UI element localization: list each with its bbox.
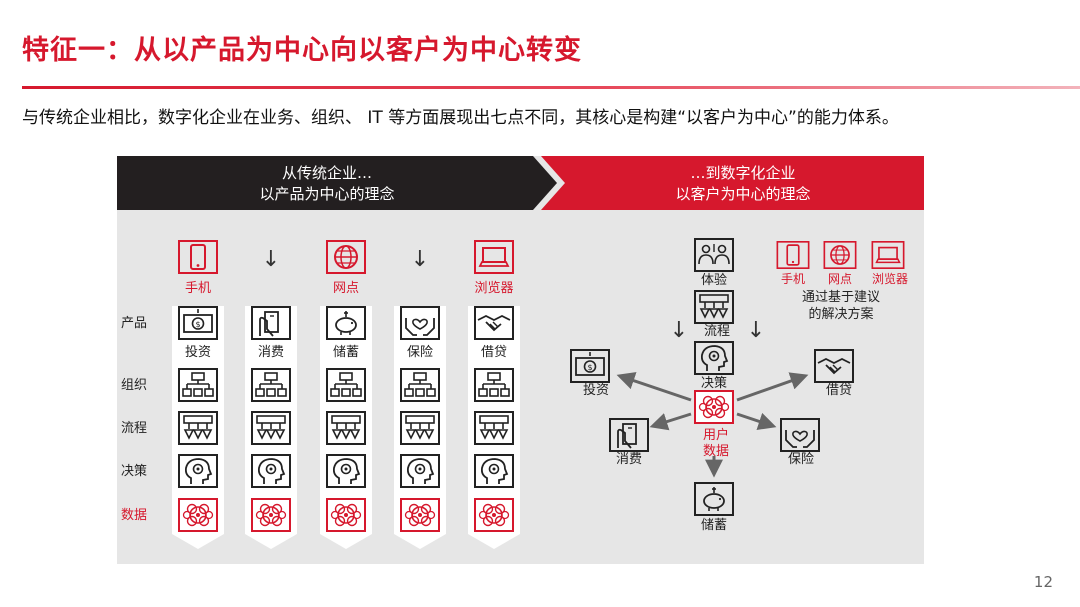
- channel-label-browser: 浏览器: [474, 280, 513, 296]
- solution-line1: 通过基于建议: [802, 290, 880, 305]
- user-data-line1: 用户: [703, 427, 729, 443]
- data-network-icon: [178, 498, 218, 532]
- page-number: 12: [1033, 573, 1053, 591]
- arrow-to-consumption: [649, 412, 692, 431]
- arrow-to-lending: [736, 372, 809, 402]
- product-label-investment: 投资: [185, 344, 211, 360]
- arrow-to-insurance: [736, 412, 777, 430]
- left-banner-line1: 从传统企业…: [282, 164, 372, 182]
- intro-text: 与传统企业相比，数字化企业在业务、组织、 IT 等方面展现出七点不同，其核心是构…: [22, 108, 899, 128]
- decision-label: 决策: [701, 375, 727, 391]
- insurance-label: 保险: [788, 452, 814, 467]
- row-label-process: 流程: [121, 421, 147, 436]
- solution-line2: 的解决方案: [808, 306, 873, 322]
- radial-arrows: [616, 372, 809, 478]
- channel-label-phone: 手机: [781, 272, 805, 286]
- row-label-data: 数据: [121, 508, 147, 523]
- arrow-to-investment: [616, 372, 692, 402]
- down-arrow-icon: ↓: [262, 247, 280, 272]
- row-label-org: 组织: [121, 378, 147, 393]
- channel-label-branch: 网点: [828, 272, 852, 286]
- savings-label: 储蓄: [701, 518, 727, 533]
- data-network-icon: [400, 498, 440, 532]
- user-data-line2: 数据: [703, 444, 729, 459]
- left-banner: [117, 156, 557, 210]
- right-banner-line1: …到数字化企业: [690, 164, 795, 182]
- left-banner-line2: 以产品为中心的理念: [259, 185, 394, 203]
- process-label: 流程: [704, 324, 730, 339]
- data-network-icon: [474, 498, 514, 532]
- title-underline: [22, 86, 1080, 89]
- data-network-icon: [326, 498, 366, 532]
- product-label-savings: 储蓄: [333, 345, 359, 360]
- transformation-diagram: $: [117, 156, 924, 564]
- page-title: 特征一：从以产品为中心向以客户为中心转变: [22, 35, 582, 66]
- user-data-icon: [694, 390, 734, 424]
- investment-label: 投资: [583, 382, 609, 398]
- consumption-label: 消费: [616, 452, 642, 467]
- lending-label: 借贷: [826, 383, 852, 398]
- product-label-insurance: 保险: [407, 345, 433, 360]
- channel-label-browser: 浏览器: [872, 271, 908, 286]
- product-label-lending: 借贷: [481, 345, 507, 360]
- down-arrow-icon: ↓: [747, 318, 765, 343]
- product-label-consumption: 消费: [258, 345, 284, 360]
- down-arrow-icon: ↓: [670, 318, 688, 343]
- channel-label-phone: 手机: [185, 281, 211, 296]
- down-arrow-icon: ↓: [411, 247, 429, 272]
- diagram-panel: [117, 156, 924, 564]
- row-label-decision: 决策: [121, 463, 147, 479]
- right-banner: [541, 156, 924, 210]
- row-label-product: 产品: [121, 316, 147, 331]
- experience-label: 体验: [701, 272, 727, 288]
- right-banner-line2: 以客户为中心的理念: [675, 185, 810, 203]
- data-network-icon: [251, 498, 291, 532]
- channel-label-branch: 网点: [333, 281, 359, 296]
